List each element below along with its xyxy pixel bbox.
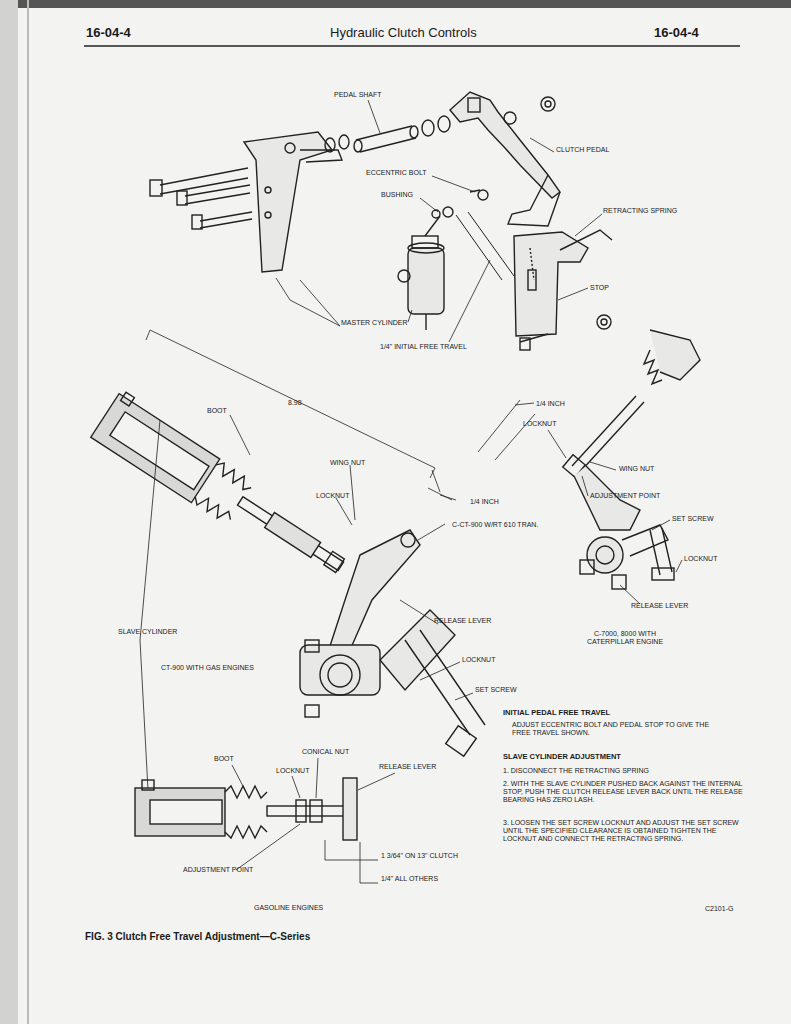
- page-margin: [0, 0, 18, 1024]
- page-title: Hydraulic Clutch Controls: [330, 26, 477, 41]
- slave-cylinder-gasoline: [135, 778, 357, 840]
- part-label: STOP: [590, 284, 609, 292]
- part-label: SLAVE CYLINDER: [118, 628, 177, 636]
- part-label: CT-900 WITH GAS ENGINES: [161, 664, 254, 672]
- part-label: WING NUT: [330, 459, 365, 467]
- part-label: PEDAL SHAFT: [334, 91, 382, 99]
- part-label: INITIAL PEDAL FREE TRAVEL: [503, 709, 610, 718]
- part-label: ADJUST ECCENTRIC BOLT AND PEDAL STOP TO …: [512, 721, 727, 737]
- part-label: 1 3/64" ON 13" CLUTCH: [381, 852, 458, 860]
- part-label: C-CT-900 W/RT 610 TRAN.: [452, 521, 538, 529]
- part-label: ADJUSTMENT POINT: [590, 492, 660, 500]
- part-label: LOCKNUT: [684, 555, 717, 563]
- part-label: BUSHING: [381, 191, 413, 199]
- figure-caption: FIG. 3 Clutch Free Travel Adjustment—C-S…: [85, 931, 310, 943]
- pedal-assembly: [150, 92, 612, 350]
- part-label: CONICAL NUT: [302, 748, 349, 756]
- part-label: LOCKNUT: [316, 492, 349, 500]
- part-label: GASOLINE ENGINES: [254, 904, 323, 912]
- part-label: LOCKNUT: [523, 420, 556, 428]
- leader-lines: [276, 100, 602, 342]
- slave-cylinder-caterpillar: [478, 330, 700, 589]
- part-label: LOCKNUT: [462, 656, 495, 664]
- part-label: ADJUSTMENT POINT: [183, 866, 253, 874]
- page-fold: [27, 0, 29, 1024]
- part-label: 1. DISCONNECT THE RETRACTING SPRING: [503, 767, 743, 775]
- page-number: 16-04-4: [86, 26, 131, 41]
- part-label: 1/4" ALL OTHERS: [381, 875, 438, 883]
- page-number: 16-04-4: [654, 26, 699, 41]
- part-label: RETRACTING SPRING: [603, 207, 677, 215]
- part-label: 8.98: [288, 399, 302, 407]
- part-label: 2. WITH THE SLAVE CYLINDER PUSHED BACK A…: [503, 780, 743, 804]
- part-label: SET SCREW: [475, 686, 517, 694]
- scan-edge: [0, 0, 791, 8]
- part-label: WING NUT: [619, 465, 654, 473]
- part-label: 3. LOOSEN THE SET SCREW LOCKNUT AND ADJU…: [503, 819, 743, 843]
- leader-lines: [515, 403, 682, 604]
- leader-lines: [140, 415, 473, 790]
- part-label: SLAVE CYLINDER ADJUSTMENT: [503, 753, 621, 762]
- part-label: BOOT: [207, 407, 227, 415]
- header-rule: [84, 45, 740, 47]
- part-label: RELEASE LEVER: [379, 763, 436, 771]
- part-label: C-7000, 8000 WITH CATERPILLAR ENGINE: [570, 630, 680, 646]
- part-label: ECCENTRIC BOLT: [366, 169, 427, 177]
- part-label: 1/4" INITIAL FREE TRAVEL: [380, 343, 467, 351]
- part-label: BOOT: [214, 755, 234, 763]
- part-label: LOCKNUT: [276, 767, 309, 775]
- leader-lines: [232, 758, 395, 883]
- slave-cylinder-diagonal: [91, 330, 485, 756]
- part-label: RELEASE LEVER: [631, 602, 688, 610]
- part-label: 1/4 INCH: [536, 400, 565, 408]
- part-label: 1/4 INCH: [470, 498, 499, 506]
- part-label: CLUTCH PEDAL: [556, 146, 609, 154]
- part-label: SET SCREW: [672, 515, 714, 523]
- part-label: MASTER CYLINDER: [341, 319, 408, 327]
- part-label: C2101-G: [705, 905, 733, 913]
- part-label: RELEASE LEVER: [434, 617, 491, 625]
